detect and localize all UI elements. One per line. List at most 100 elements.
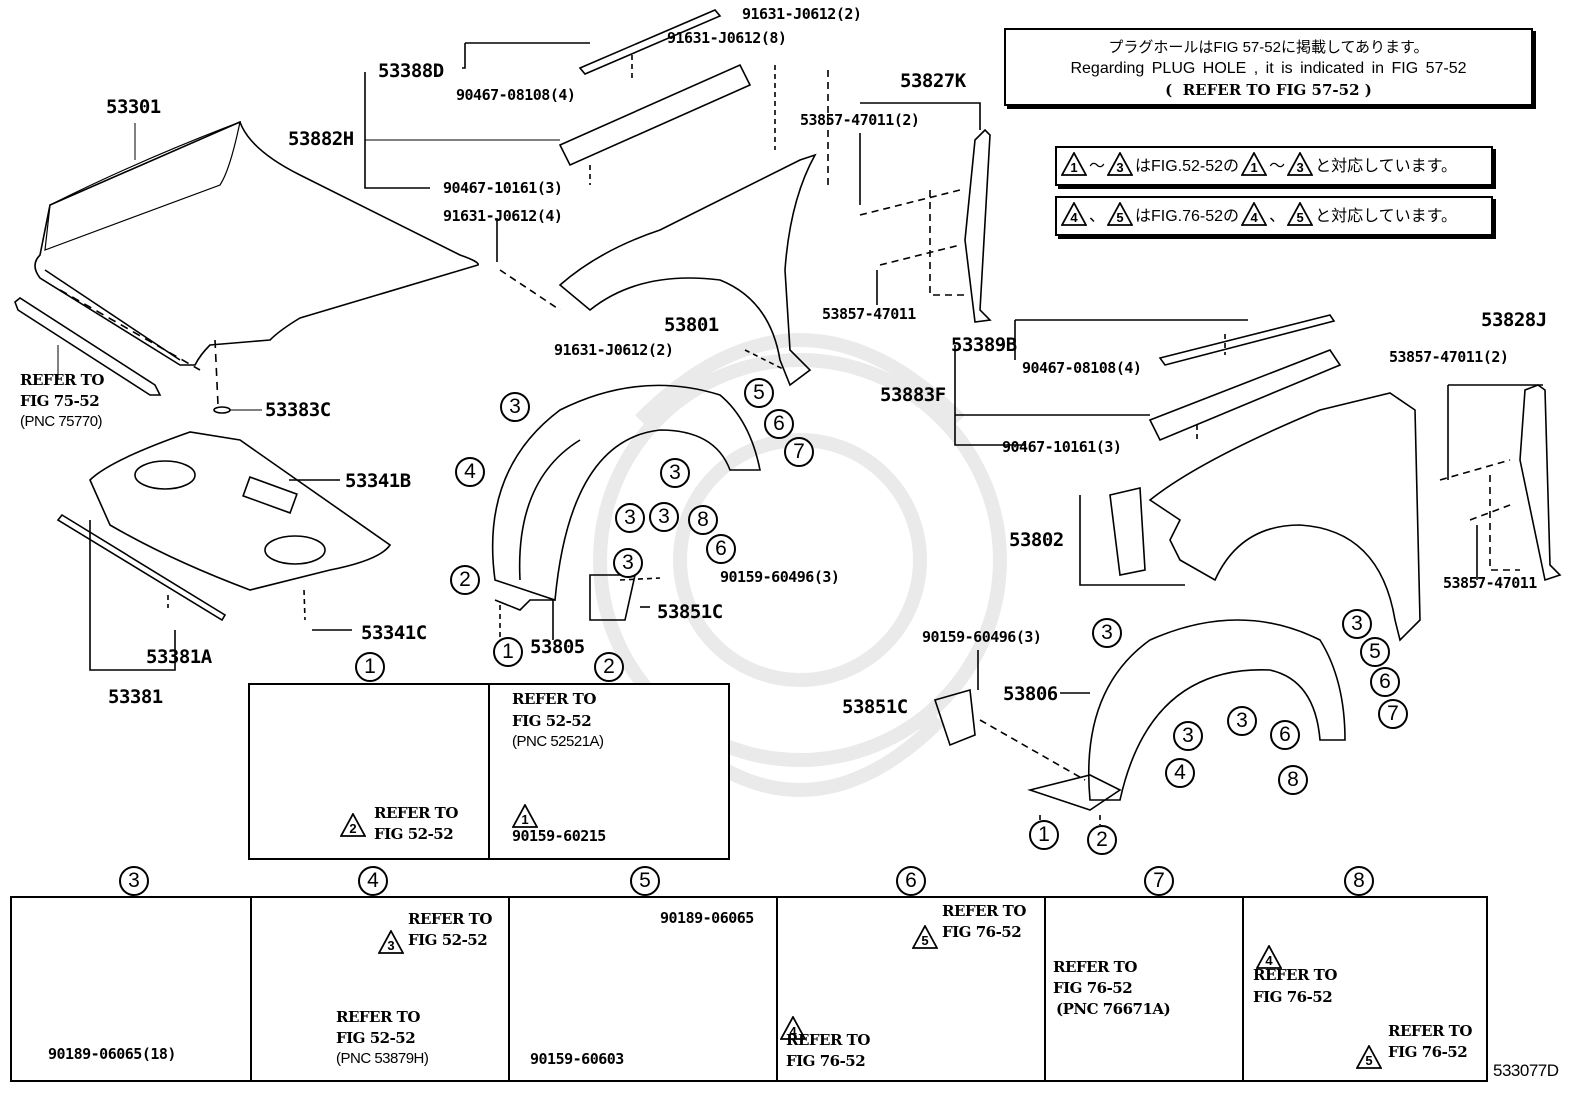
detail-box-5 <box>508 896 776 1082</box>
part-label-90467-10161-right[interactable]: 90467-10161(3) <box>1002 438 1122 456</box>
part-label-53383C[interactable]: 53383C <box>265 399 331 421</box>
warning-triangle-icon: 5 <box>1356 1045 1382 1069</box>
callout-3[interactable]: 3 <box>649 502 679 532</box>
part-label-90189-06065-18[interactable]: 90189-06065(18) <box>48 1045 176 1063</box>
warning-triangle-icon: 4 <box>780 1016 806 1040</box>
part-label-53851C-left[interactable]: 53851C <box>657 601 723 623</box>
part-label-53805[interactable]: 53805 <box>530 636 585 658</box>
part-label-53851C-right[interactable]: 53851C <box>842 696 908 718</box>
part-label-53857-47011-right[interactable]: 53857-47011 <box>1443 574 1537 592</box>
warning-triangle-icon: 1 <box>1241 152 1268 176</box>
warning-triangle-icon: 3 <box>1107 152 1134 176</box>
part-label-53857-47011-2-right[interactable]: 53857-47011(2) <box>1389 348 1509 366</box>
callout-2[interactable]: 2 <box>1087 825 1117 855</box>
hood-front-seal <box>14 297 162 396</box>
part-label-53827K[interactable]: 53827K <box>900 70 966 92</box>
part-label-53381[interactable]: 53381 <box>108 686 163 708</box>
note-text: と対応しています。 <box>1315 208 1457 225</box>
hood-insulator-drawing <box>56 431 392 671</box>
hood-drawing <box>34 120 479 406</box>
warning-triangle-icon: 4 <box>1061 202 1087 226</box>
detail-3-title: 3 <box>119 866 149 896</box>
part-label-90159-60603[interactable]: 90159-60603 <box>530 1050 624 1068</box>
part-label-53806[interactable]: 53806 <box>1003 683 1058 705</box>
part-label-90189-06065[interactable]: 90189-06065 <box>660 909 754 927</box>
detail-4-refer-line1: REFER TO <box>408 910 492 928</box>
callout-3[interactable]: 3 <box>613 548 643 578</box>
detail-6-refer-b-line2: FIG 76-52 <box>786 1052 866 1070</box>
cowl-seal-right <box>954 314 1342 446</box>
warning-triangle-icon: 4 <box>1241 202 1268 226</box>
callout-3[interactable]: 3 <box>660 458 690 488</box>
part-label-91631-J0612-4[interactable]: 91631-J0612(4) <box>443 207 563 225</box>
hood-refer-line1: REFER TO <box>20 371 104 389</box>
detail-4-refer-b-line3: (PNC 53879H) <box>336 1050 429 1067</box>
callout-5[interactable]: 5 <box>744 378 774 408</box>
figure-code: 533077D <box>1493 1061 1559 1080</box>
detail-2-refer-line2: FIG 52-52 <box>512 712 592 730</box>
part-label-53341C[interactable]: 53341C <box>361 622 427 644</box>
liner-left-drawing <box>491 384 761 640</box>
part-label-90159-60496-right[interactable]: 90159-60496(3) <box>922 628 1042 646</box>
part-label-90159-60215[interactable]: 90159-60215 <box>512 827 606 845</box>
warning-triangle-icon: 3 <box>378 930 404 954</box>
part-label-91631-J0612-2-top[interactable]: 91631-J0612(2) <box>742 5 862 23</box>
callout-3[interactable]: 3 <box>1173 721 1203 751</box>
part-label-53883F[interactable]: 53883F <box>880 384 946 406</box>
callout-3[interactable]: 3 <box>500 392 530 422</box>
detail-6-refer-line1: REFER TO <box>942 902 1026 920</box>
part-label-91631-J0612-8[interactable]: 91631-J0612(8) <box>667 29 787 47</box>
callout-6[interactable]: 6 <box>764 409 794 439</box>
note-text: と対応しています。 <box>1315 158 1457 175</box>
warning-triangle-icon: 3 <box>1287 152 1314 176</box>
part-label-53857-47011-left[interactable]: 53857-47011 <box>822 305 916 323</box>
callout-8[interactable]: 8 <box>1278 765 1308 795</box>
callout-1[interactable]: 1 <box>493 637 523 667</box>
part-label-90467-08108-left[interactable]: 90467-08108(4) <box>456 86 576 104</box>
part-label-53882H[interactable]: 53882H <box>288 128 354 150</box>
part-label-90159-60496-left[interactable]: 90159-60496(3) <box>720 568 840 586</box>
detail-4-refer-b-line1: REFER TO <box>336 1008 420 1026</box>
callout-3[interactable]: 3 <box>1227 706 1257 736</box>
part-label-53389B[interactable]: 53389B <box>951 334 1017 356</box>
detail-box-3 <box>10 896 250 1082</box>
warning-triangle-icon: 1 <box>512 804 538 828</box>
detail-box-4 <box>250 896 508 1082</box>
plug-hole-note: プラグホールはFIG 57-52に掲載してあります。 Regarding PLU… <box>1004 28 1533 106</box>
callout-3[interactable]: 3 <box>1092 618 1122 648</box>
callout-6[interactable]: 6 <box>706 534 736 564</box>
part-label-53828J[interactable]: 53828J <box>1481 309 1547 331</box>
part-label-53857-47011-2-left[interactable]: 53857-47011(2) <box>800 111 920 129</box>
callout-3[interactable]: 3 <box>615 503 645 533</box>
detail-1-title: 1 <box>355 652 385 682</box>
callout-3[interactable]: 3 <box>1342 609 1372 639</box>
detail-box-7 <box>1044 896 1242 1082</box>
callout-8[interactable]: 8 <box>688 505 718 535</box>
fender-seal-right <box>1439 384 1562 582</box>
note-text: はFIG.52-52の <box>1135 158 1240 175</box>
part-label-53301[interactable]: 53301 <box>106 96 161 118</box>
callout-4[interactable]: 4 <box>1165 758 1195 788</box>
fender-seal-left <box>859 102 992 323</box>
callout-1[interactable]: 1 <box>1029 820 1059 850</box>
callout-7[interactable]: 7 <box>1378 699 1408 729</box>
warning-triangle-icon: 2 <box>340 813 366 837</box>
part-label-53801[interactable]: 53801 <box>664 314 719 336</box>
part-label-90467-08108-right[interactable]: 90467-08108(4) <box>1022 359 1142 377</box>
part-label-53388D[interactable]: 53388D <box>378 60 444 82</box>
detail-8-refer-line2: FIG 76-52 <box>1253 988 1333 1006</box>
part-label-53341B[interactable]: 53341B <box>345 470 411 492</box>
callout-6[interactable]: 6 <box>1370 667 1400 697</box>
callout-2[interactable]: 2 <box>450 565 480 595</box>
detail-7-refer-line3: (PNC 76671A) <box>1056 1000 1171 1018</box>
callout-7[interactable]: 7 <box>784 437 814 467</box>
detail-8-refer-b-line2: FIG 76-52 <box>1388 1043 1468 1061</box>
part-label-53802[interactable]: 53802 <box>1009 529 1064 551</box>
callout-4[interactable]: 4 <box>455 457 485 487</box>
part-label-90467-10161-left[interactable]: 90467-10161(3) <box>443 179 563 197</box>
part-label-91631-J0612-2[interactable]: 91631-J0612(2) <box>554 341 674 359</box>
callout-5[interactable]: 5 <box>1360 637 1390 667</box>
callout-6[interactable]: 6 <box>1270 720 1300 750</box>
note-text: はFIG.76-52の <box>1135 208 1240 225</box>
part-label-53381A[interactable]: 53381A <box>146 646 212 668</box>
